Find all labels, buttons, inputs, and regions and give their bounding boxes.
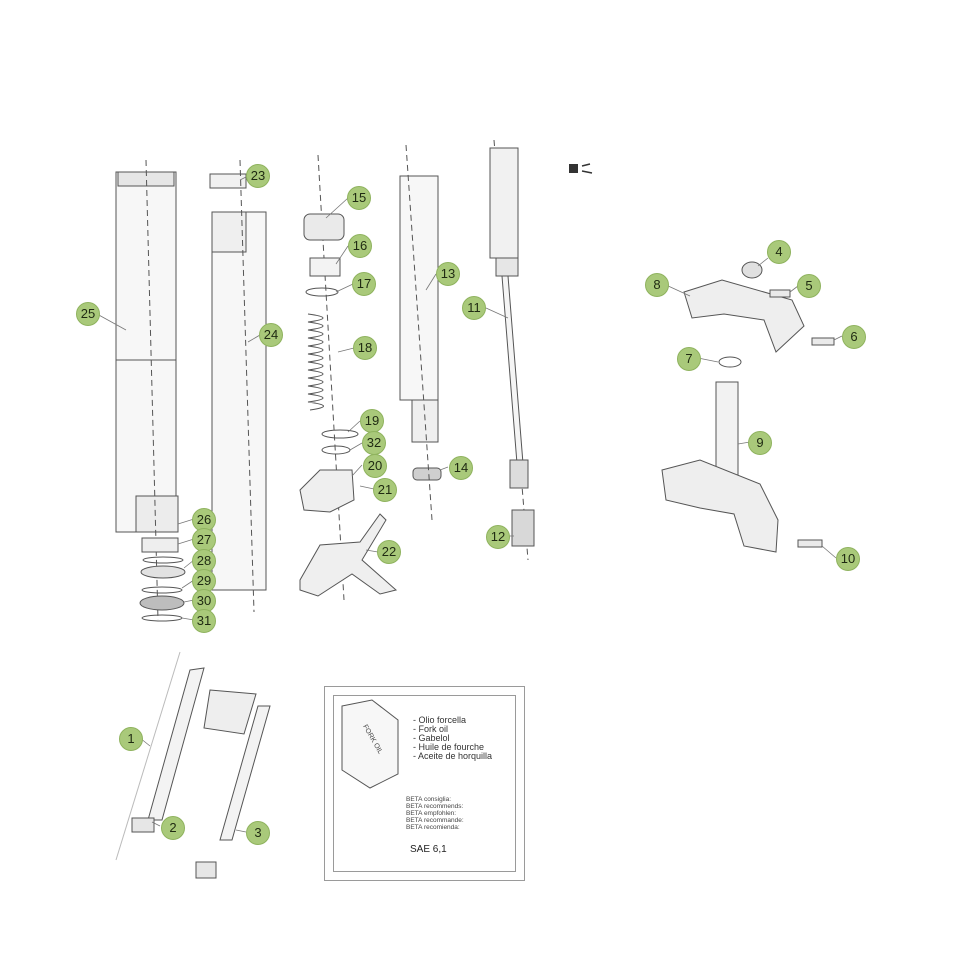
callout-20[interactable]: 20 bbox=[363, 454, 387, 478]
callout-3[interactable]: 3 bbox=[246, 821, 270, 845]
callout-6[interactable]: 6 bbox=[842, 325, 866, 349]
recommendation-list: BETA consiglia: BETA recommends: BETA em… bbox=[406, 796, 464, 831]
callout-9[interactable]: 9 bbox=[748, 431, 772, 455]
cartridge-parts bbox=[299, 154, 398, 601]
callout-24[interactable]: 24 bbox=[259, 323, 283, 347]
callout-15[interactable]: 15 bbox=[347, 186, 371, 210]
callout-8[interactable]: 8 bbox=[645, 273, 669, 297]
callout-16[interactable]: 16 bbox=[348, 234, 372, 258]
seal-stack bbox=[139, 537, 186, 622]
recommend-es: BETA recomienda: bbox=[406, 824, 460, 831]
callout-22[interactable]: 22 bbox=[377, 540, 401, 564]
oil-name-en: - Fork oil bbox=[413, 724, 449, 734]
callout-17[interactable]: 17 bbox=[352, 272, 376, 296]
oil-info-inner-frame: FORK OIL - Olio forcella - Fork oil - Ga… bbox=[333, 695, 516, 872]
callout-5[interactable]: 5 bbox=[797, 274, 821, 298]
oil-can-label: FORK OIL bbox=[361, 723, 384, 756]
triple-clamp bbox=[661, 261, 835, 553]
oil-name-es: - Aceite de horquilla bbox=[413, 751, 493, 761]
callout-2[interactable]: 2 bbox=[161, 816, 185, 840]
recommend-en: BETA recommends: bbox=[406, 803, 464, 810]
callout-12[interactable]: 12 bbox=[486, 525, 510, 549]
outer-fork-tube bbox=[115, 159, 179, 621]
oil-name-de: - Gabelol bbox=[413, 733, 450, 743]
oil-grade: SAE 6,1 bbox=[410, 844, 447, 855]
callout-31[interactable]: 31 bbox=[192, 609, 216, 633]
oil-info-panel: FORK OIL - Olio forcella - Fork oil - Ga… bbox=[324, 686, 525, 881]
callout-21[interactable]: 21 bbox=[373, 478, 397, 502]
recommend-fr: BETA recommande: bbox=[406, 817, 464, 824]
callout-11[interactable]: 11 bbox=[462, 296, 486, 320]
reference-icon bbox=[569, 163, 593, 174]
oil-name-fr: - Huile de fourche bbox=[413, 742, 485, 752]
callout-19[interactable]: 19 bbox=[360, 409, 384, 433]
callout-23[interactable]: 23 bbox=[246, 164, 270, 188]
callout-7[interactable]: 7 bbox=[677, 347, 701, 371]
callout-27[interactable]: 27 bbox=[192, 528, 216, 552]
oil-name-it: - Olio forcella bbox=[413, 715, 467, 725]
callout-1[interactable]: 1 bbox=[119, 727, 143, 751]
callout-13[interactable]: 13 bbox=[436, 262, 460, 286]
recommend-de: BETA empfohlen: bbox=[406, 810, 457, 817]
damper-tube bbox=[399, 144, 442, 521]
inner-fork-tube bbox=[209, 159, 267, 613]
callout-25[interactable]: 25 bbox=[76, 302, 100, 326]
recommend-it: BETA consiglia: bbox=[406, 796, 452, 803]
callout-18[interactable]: 18 bbox=[353, 336, 377, 360]
callout-10[interactable]: 10 bbox=[836, 547, 860, 571]
oil-can bbox=[341, 699, 399, 789]
oil-name-list: - Olio forcella - Fork oil - Gabelol - H… bbox=[413, 716, 492, 761]
callout-4[interactable]: 4 bbox=[767, 240, 791, 264]
assembled-forks bbox=[115, 651, 271, 879]
callout-32[interactable]: 32 bbox=[362, 431, 386, 455]
callout-14[interactable]: 14 bbox=[449, 456, 473, 480]
damper-rod bbox=[489, 139, 535, 561]
